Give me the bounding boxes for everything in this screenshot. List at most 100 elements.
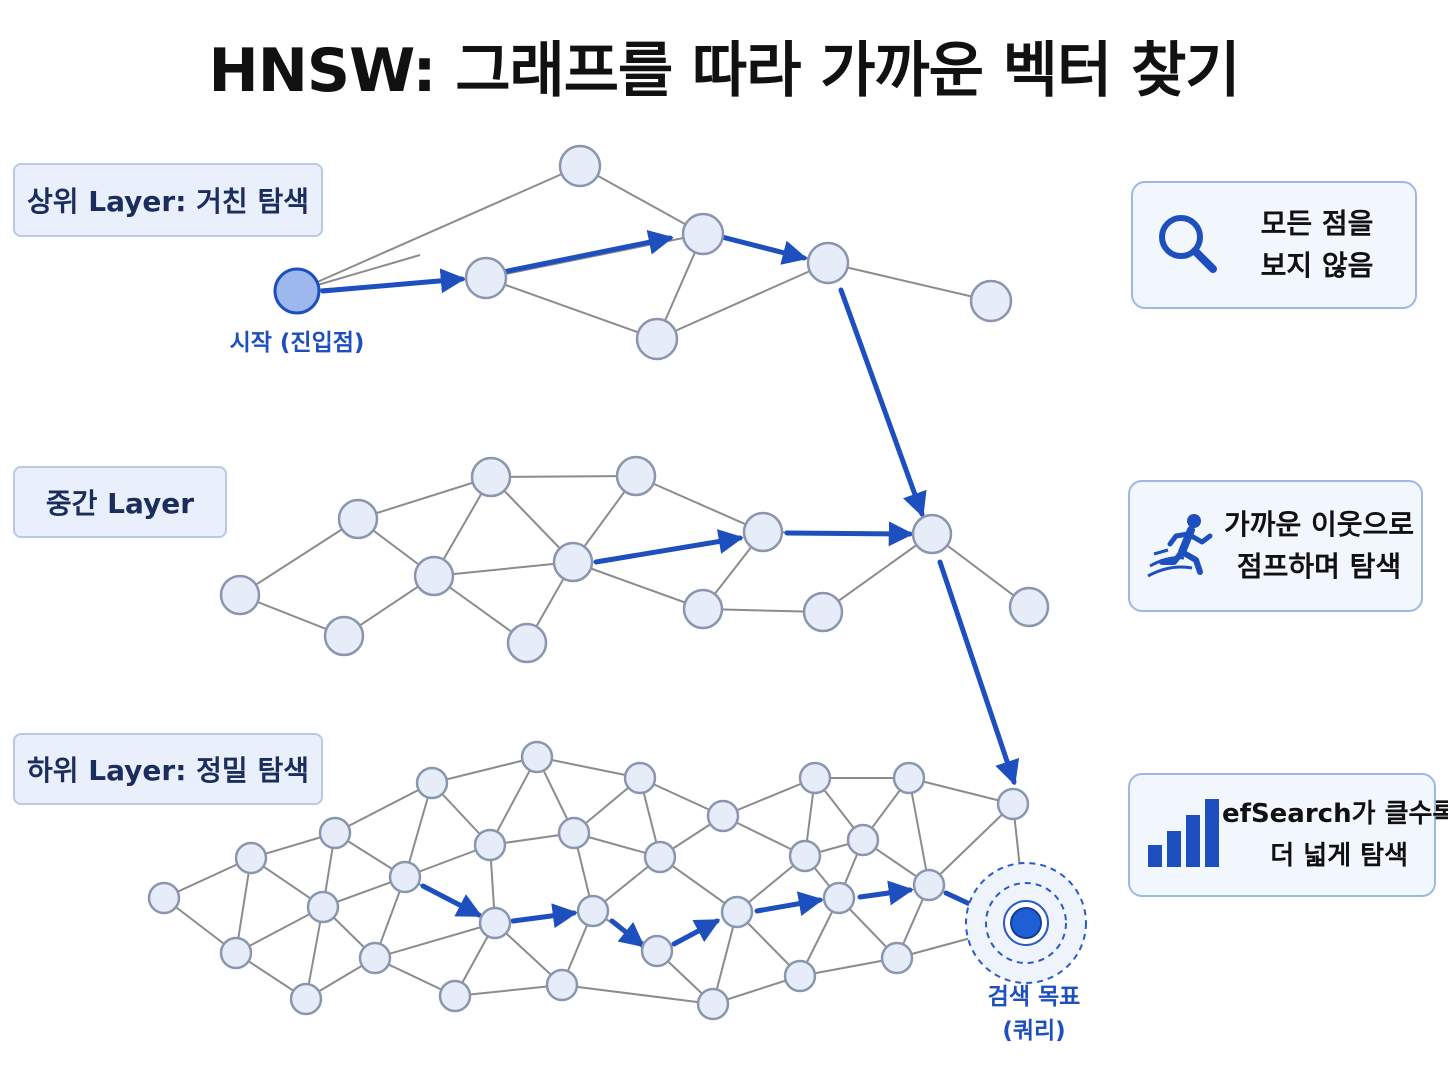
magnifier-icon — [1159, 215, 1217, 273]
graph-node — [912, 868, 946, 902]
layer-label-middle: 중간 Layer — [13, 466, 227, 538]
graph-node — [464, 256, 508, 300]
graph-node — [388, 860, 422, 894]
graph-node — [506, 622, 548, 664]
graph-node — [470, 456, 512, 498]
graph-node — [219, 936, 253, 970]
graph-node — [558, 144, 602, 188]
info-box-jump-neighbors: 가까운 이웃으로 점프하며 탐색 — [1128, 480, 1423, 612]
graph-node — [798, 761, 832, 795]
graph-edge — [404, 782, 433, 878]
graph-node — [783, 959, 817, 993]
info-box-no-full-scan: 모든 점을 보지 않음 — [1131, 181, 1417, 309]
graph-node — [318, 816, 352, 850]
graph-edge — [928, 803, 1014, 886]
graph-node — [802, 591, 844, 633]
info-line: efSearch가 클수록 — [1222, 799, 1448, 829]
search-path-arrow — [671, 918, 721, 947]
graph-node — [234, 841, 268, 875]
info-text-efsearch: efSearch가 클수록 더 넓게 탐색 — [1222, 793, 1448, 877]
search-path-arrow — [609, 918, 645, 948]
search-path-arrow — [857, 880, 914, 906]
graph-edge — [799, 957, 898, 977]
graph-edge — [239, 518, 359, 596]
graph-node — [706, 799, 740, 833]
graph-node — [337, 498, 379, 540]
graph-node — [323, 615, 365, 657]
search-path-arrow — [784, 521, 914, 547]
graph-node — [557, 816, 591, 850]
graph-edge — [722, 777, 816, 817]
search-path-arrow — [320, 268, 466, 294]
graph-node — [147, 881, 181, 915]
info-line: 가까운 이웃으로 — [1224, 508, 1415, 541]
graph-node — [696, 987, 730, 1021]
graph-node — [969, 279, 1013, 323]
graph-edge — [485, 277, 658, 340]
graph-edge — [908, 777, 1014, 805]
graph-nodes — [147, 144, 1050, 1021]
info-line: 모든 점을 — [1260, 207, 1374, 240]
graph-node — [742, 511, 784, 553]
target-inner-ring — [985, 882, 1067, 964]
layer-label-bottom: 하위 Layer: 정밀 탐색 — [13, 733, 323, 805]
graph-edge — [536, 756, 641, 779]
search-path-arrow — [719, 234, 808, 265]
graph-node — [520, 740, 554, 774]
graph-node — [552, 541, 594, 583]
start-node — [273, 267, 321, 315]
target-label-line-1: 검색 목표 — [987, 984, 1081, 1010]
graph-edge — [908, 777, 930, 886]
graph-node — [478, 906, 512, 940]
graph-node — [640, 934, 674, 968]
graph-edge — [490, 475, 637, 478]
graph-edge — [656, 262, 829, 340]
search-path-arrow — [510, 903, 578, 929]
info-line: 더 넓게 탐색 — [1270, 841, 1409, 871]
graph-node — [545, 968, 579, 1002]
graph-edge — [827, 262, 992, 302]
graph-node — [413, 555, 455, 597]
graph-edge — [454, 984, 563, 997]
graph-node — [892, 761, 926, 795]
graph-node — [615, 455, 657, 497]
target-node-label: 검색 목표 (쿼리) — [954, 980, 1114, 1048]
graph-node — [635, 317, 679, 361]
search-path-arrow — [420, 883, 483, 918]
search-path-arrow — [593, 529, 744, 565]
layer-label-top: 상위 Layer: 거친 탐색 — [13, 163, 323, 237]
running-person-icon — [1147, 514, 1213, 578]
graph-edge — [296, 165, 581, 292]
search-path-arrows — [320, 229, 1020, 948]
graph-node — [682, 588, 724, 630]
graph-node — [358, 941, 392, 975]
search-path-arrow — [500, 229, 674, 275]
graph-edge — [431, 756, 538, 784]
graph-node — [415, 766, 449, 800]
graph-edge — [561, 984, 714, 1005]
graph-edge — [489, 756, 538, 846]
graph-edge — [822, 533, 933, 613]
graph-node — [623, 761, 657, 795]
search-path-arrow — [937, 559, 1020, 786]
target-label-line-2: (쿼리) — [1002, 1018, 1066, 1044]
graph-node — [438, 979, 472, 1013]
info-line: 보지 않음 — [1260, 249, 1374, 282]
graph-edge — [374, 922, 496, 959]
graph-node — [576, 894, 610, 928]
graph-node — [289, 982, 323, 1016]
graph-edge — [485, 233, 704, 279]
search-path-arrow — [754, 891, 824, 916]
graph-node — [996, 787, 1030, 821]
graph-edge — [357, 476, 492, 520]
graph-node — [788, 839, 822, 873]
graph-node — [822, 881, 856, 915]
graph-node — [880, 941, 914, 975]
graph-node — [473, 828, 507, 862]
bar-chart-icon — [1148, 799, 1219, 867]
start-node-label: 시작 (진입점) — [229, 330, 365, 356]
graph-edge — [235, 906, 324, 954]
graph-node — [643, 840, 677, 874]
graph-edge — [635, 475, 764, 533]
